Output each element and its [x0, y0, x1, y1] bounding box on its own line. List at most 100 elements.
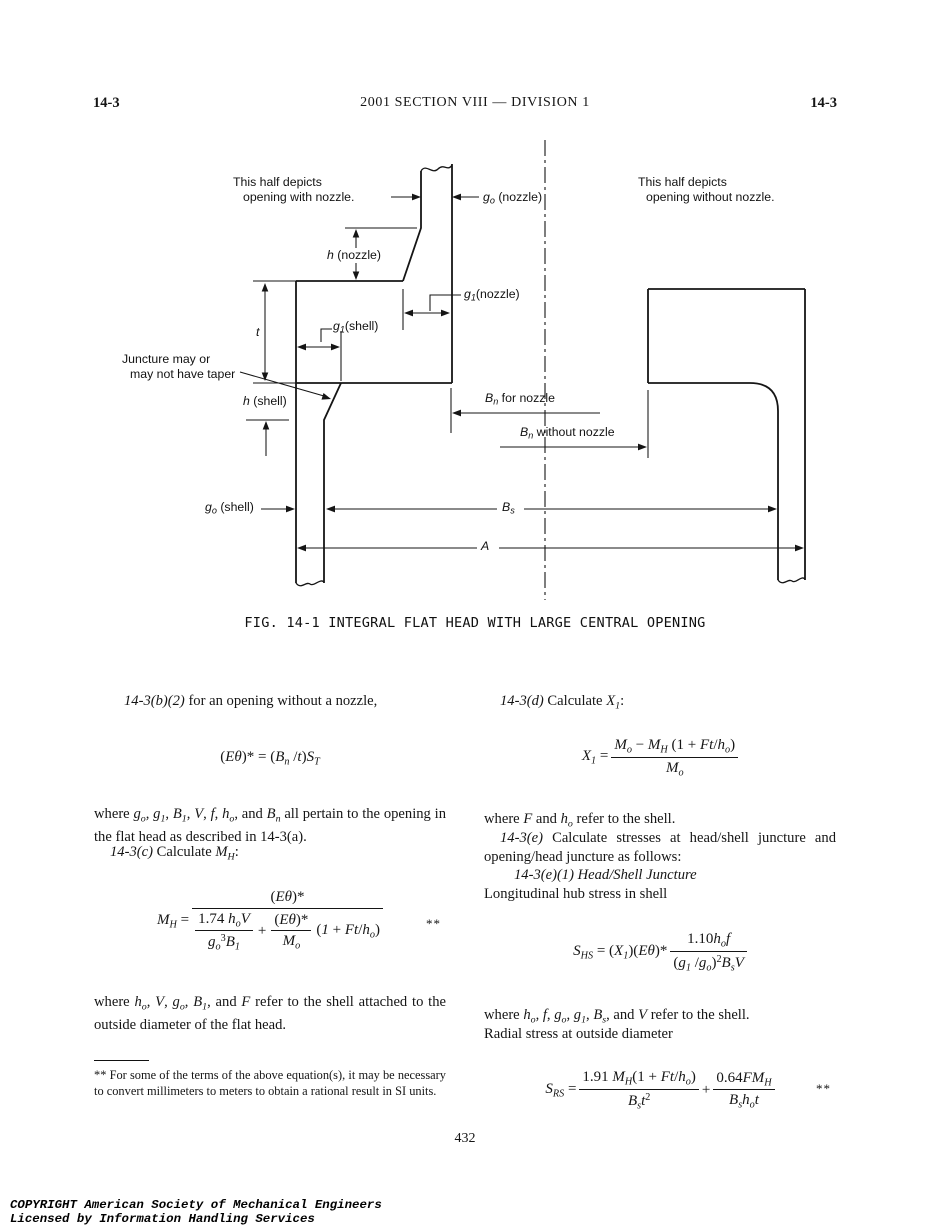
srs-fraction2-num: 0.64FMH: [716, 1069, 772, 1088]
break-lines: [295, 164, 806, 587]
equation-mh: MH = (Eθ)* 1.74 hoV go3B1 + (Eθ)* Mo (1 …: [94, 888, 446, 954]
equation-e-theta: (Eθ)* = (Bn /t)ST: [220, 749, 320, 768]
nozzle-break-line: [420, 164, 453, 172]
arrow-left-bs: [326, 505, 335, 513]
equation-mh-lhs: MH =: [157, 911, 190, 931]
mh-subfraction2-num: (Eθ)*: [274, 911, 309, 928]
label-bn-for-nozzle: Bn for nozzle: [485, 391, 555, 407]
equation-srs: SRS = 1.91 MH(1 + Ft/ho) Bst2 + 0.64FMH …: [484, 1068, 836, 1113]
arrow-left-go-nozzle: [452, 193, 461, 201]
g1-shell-leader: [320, 328, 332, 342]
equation-x1-denominator: Mo: [611, 756, 739, 780]
mh-subfraction1-num: 1.74 hoV: [198, 910, 250, 929]
arrow-down-h-nozzle: [352, 271, 360, 280]
equation-x1-lhs: X1 =: [581, 748, 609, 767]
footnote-rule: [94, 1060, 149, 1061]
paragraph-where-opening: where go, g1, B1, V, f, ho, and Bn all p…: [94, 806, 446, 846]
arrow-up-h-nozzle: [352, 229, 360, 238]
head-underside-right-fillet: [648, 382, 779, 580]
label-juncture-line1: Juncture may or: [122, 352, 211, 366]
figure-caption: FIG. 14-1 INTEGRAL FLAT HEAD WITH LARGE …: [244, 615, 706, 631]
mh-tail-term: (1 + Ft/ho): [316, 922, 380, 941]
equation-shs-lhs: SHS = (X1)(Eθ)*: [573, 942, 668, 962]
arrow-right-bs: [768, 505, 777, 513]
label-bs-dim: Bs: [502, 500, 515, 516]
paragraph-where-shell-vars: where ho, f, go, g1, Bs, and V refer to …: [484, 1007, 750, 1026]
equation-mh-denominator: 1.74 hoV go3B1 + (Eθ)* Mo (1 + Ft/ho): [192, 907, 383, 955]
mh-subfraction2-den: Mo: [271, 930, 312, 953]
arrow-right-go-shell: [286, 505, 295, 513]
paragraph-14-3e1: 14-3(e)(1) Head/Shell Juncture: [514, 867, 697, 883]
note-right-half-line1: This half depicts: [638, 175, 727, 189]
arrow-right-g1-shell: [331, 343, 340, 351]
arrow-left-g1-shell: [297, 343, 306, 351]
arrow-right-bn-without: [638, 443, 647, 451]
arrowheads: [261, 193, 804, 552]
srs-fraction1-den: Bst2: [579, 1088, 699, 1113]
srs-fraction2-den: Bshot: [713, 1089, 775, 1112]
juncture-leader-line: [239, 371, 325, 397]
paragraph-14-3b2: 14-3(b)(2) for an opening without a nozz…: [124, 693, 378, 709]
equation-mh-numerator: (Eθ)*: [270, 889, 305, 905]
label-go-nozzle: go (nozzle): [483, 190, 543, 206]
paragraph-14-3c: 14-3(c) Calculate MH:: [110, 844, 239, 863]
arrow-up-t: [261, 283, 269, 292]
g1-nozzle-leader: [429, 294, 461, 311]
arrow-left-bn-nozzle: [452, 409, 461, 417]
arrow-right-g1-nozzle: [441, 309, 450, 317]
dimension-lines: [239, 196, 798, 549]
paragraph-where-shell-attached: where ho, V, go, B1, and F refer to the …: [94, 994, 446, 1034]
paragraph-14-3e: 14-3(e) Calculate stresses at head/shell…: [484, 830, 836, 865]
footnote-text: ** For some of the terms of the above eq…: [94, 1068, 446, 1098]
arrow-up-h-shell: [262, 421, 270, 430]
equation-x1: X1 = Mo − MH (1 + Ft/ho) Mo: [484, 736, 836, 779]
copyright-notice: COPYRIGHT American Society of Mechanical…: [10, 1198, 382, 1226]
srs-plus-sign: +: [701, 1081, 711, 1098]
equation-mh-fraction: (Eθ)* 1.74 hoV go3B1 + (Eθ)* Mo (1 + Ft/…: [192, 888, 383, 954]
shell-hub-inner-left: [323, 382, 342, 583]
note-right-half-line2: opening without nozzle.: [646, 190, 775, 204]
shell-right-break-line: [777, 577, 806, 584]
paragraph-14-3d: 14-3(d) Calculate X1:: [500, 693, 625, 712]
paragraph-where-f-ho: where F and ho refer to the shell.: [484, 811, 676, 830]
footnote-marker-srs: **: [816, 1081, 831, 1097]
label-t-dim: t: [256, 325, 260, 339]
label-a-dim: A: [481, 539, 490, 553]
label-bn-without-nozzle: Bn without nozzle: [520, 425, 615, 441]
mh-plus-sign: +: [257, 923, 267, 939]
note-left-half-line2: opening with nozzle.: [243, 190, 355, 204]
label-h-nozzle: h (nozzle): [327, 248, 381, 262]
header-paragraph-number-left: 14-3: [93, 95, 120, 111]
shell-left-break-line: [295, 580, 325, 587]
arrow-down-t: [261, 372, 269, 381]
note-left-half-line1: This half depicts: [233, 175, 322, 189]
copyright-line2: Licensed by Information Handling Service…: [10, 1211, 315, 1226]
header-paragraph-number-right: 14-3: [810, 95, 837, 111]
label-h-shell: h (shell): [243, 394, 287, 408]
label-g1-shell: g1(shell): [333, 319, 379, 335]
page-number: 432: [454, 1131, 476, 1146]
paragraph-radial-stress: Radial stress at outside diameter: [484, 1026, 673, 1042]
label-g1-nozzle: g1(nozzle): [464, 287, 520, 303]
mh-subfraction1-den: go3B1: [195, 930, 253, 954]
label-go-shell: go (shell): [205, 500, 254, 516]
footnote-marker-mh: **: [426, 915, 441, 931]
nozzle-outer-wall-taper: [402, 171, 422, 282]
equation-shs-denominator: (g1 /go)2BsV: [670, 950, 747, 975]
srs-fraction1-num: 1.91 MH(1 + Ft/ho): [582, 1069, 696, 1088]
arrow-left-g1-nozzle: [404, 309, 413, 317]
arrow-left-a: [297, 544, 306, 552]
arrow-juncture-leader: [321, 393, 331, 400]
paragraph-longitudinal-hub: Longitudinal hub stress in shell: [484, 886, 668, 902]
arrow-right-a: [795, 544, 804, 552]
equation-shs: SHS = (X1)(Eθ)* 1.10hof (g1 /go)2BsV: [484, 930, 836, 975]
equation-shs-numerator: 1.10hof: [687, 931, 731, 950]
section-outlines: [295, 164, 806, 583]
equation-x1-numerator: Mo − MH (1 + Ft/ho): [614, 737, 736, 756]
label-juncture-line2: may not have taper: [130, 367, 236, 381]
copyright-line1: COPYRIGHT American Society of Mechanical…: [10, 1198, 382, 1212]
arrow-right-go-nozzle: [412, 193, 421, 201]
equation-srs-lhs: SRS =: [545, 1080, 577, 1100]
